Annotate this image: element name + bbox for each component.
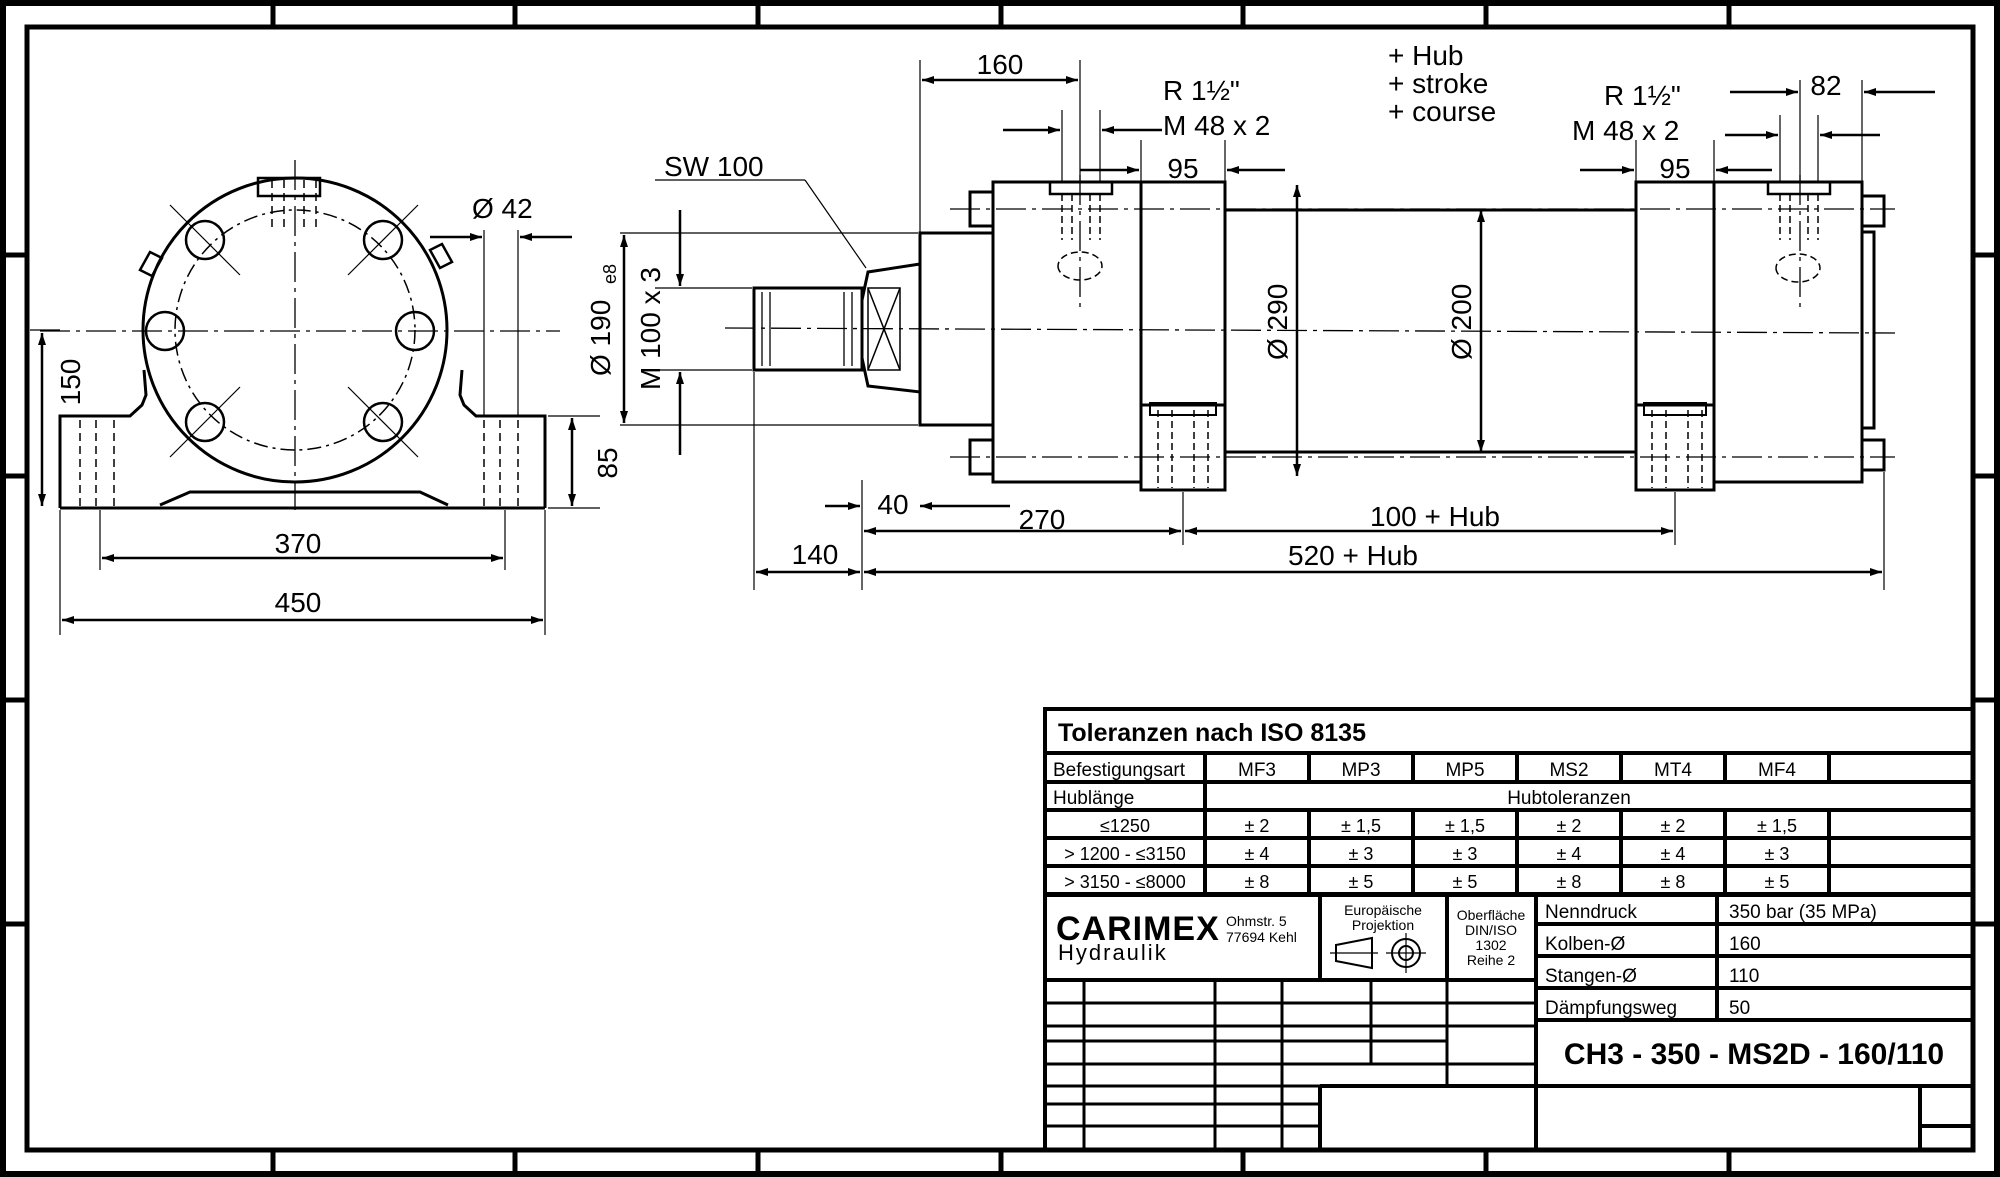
dim-r1-right: R 1½" <box>1604 80 1681 111</box>
tolerance-value: ± 2 <box>1245 816 1270 836</box>
address-line-2: 77694 Kehl <box>1226 929 1297 945</box>
tolerance-value: ± 4 <box>1245 844 1270 864</box>
mount-type-label: Befestigungsart <box>1053 760 1186 781</box>
param-value: 110 <box>1729 966 1759 987</box>
dim-520-hub: 520 + Hub <box>1288 540 1418 571</box>
dim-95-right: 95 <box>1659 153 1690 184</box>
dim-m48-right: M 48 x 2 <box>1572 115 1679 146</box>
dim-dia-42: Ø 42 <box>472 193 533 224</box>
mount-header-mp5: MP5 <box>1445 760 1484 781</box>
dim-85: 85 <box>592 447 623 478</box>
dim-m48-left: M 48 x 2 <box>1163 110 1270 141</box>
dim-140: 140 <box>792 539 839 570</box>
note-hub: + Hub <box>1388 40 1464 71</box>
stroke-range: > 1200 - ≤3150 <box>1064 844 1185 864</box>
param-value: 50 <box>1729 998 1750 1019</box>
surface-line-1: Oberfläche <box>1457 907 1526 923</box>
param-value: 160 <box>1729 934 1761 955</box>
tolerance-value: ± 5 <box>1349 872 1374 892</box>
part-code: CH3 - 350 - MS2D - 160/110 <box>1564 1038 1944 1071</box>
dim-100-hub: 100 + Hub <box>1370 501 1500 532</box>
dim-40: 40 <box>877 489 908 520</box>
projection-line-2: Projektion <box>1352 917 1414 933</box>
tolerance-value: ± 3 <box>1349 844 1374 864</box>
side-view <box>30 160 600 635</box>
dim-370: 370 <box>275 528 322 559</box>
dim-sw-100: SW 100 <box>664 151 764 182</box>
tolerance-value: ± 4 <box>1661 844 1686 864</box>
tolerance-value: ± 5 <box>1453 872 1478 892</box>
dim-dia-200: Ø 200 <box>1446 284 1477 360</box>
surface-line-3: 1302 <box>1475 937 1506 953</box>
mount-header-mf3: MF3 <box>1238 760 1276 781</box>
dim-450: 450 <box>275 587 322 618</box>
projection-line-1: Europäische <box>1344 902 1422 918</box>
dim-160-top: 160 <box>977 49 1024 80</box>
tolerance-value: ± 2 <box>1557 816 1582 836</box>
mount-header-mt4: MT4 <box>1654 760 1692 781</box>
tolerance-title: Toleranzen nach ISO 8135 <box>1058 719 1366 747</box>
stroke-range: ≤1250 <box>1100 816 1150 836</box>
tolerance-value: ± 1,5 <box>1341 816 1381 836</box>
note-stroke: + stroke <box>1388 68 1488 99</box>
tolerance-value: ± 3 <box>1765 844 1790 864</box>
tolerance-value: ± 4 <box>1557 844 1582 864</box>
company-logo: CARIMEX <box>1056 910 1220 948</box>
param-label: Dämpfungsweg <box>1545 998 1677 1019</box>
tolerance-value: ± 8 <box>1557 872 1582 892</box>
dim-270: 270 <box>1019 504 1066 535</box>
tolerance-value: ± 3 <box>1453 844 1478 864</box>
param-label: Stangen-Ø <box>1545 966 1637 987</box>
title-block <box>1043 707 1975 1152</box>
tolerance-value: ± 1,5 <box>1445 816 1485 836</box>
stroke-tolerance-label: Hubtoleranzen <box>1507 788 1631 809</box>
dim-dia-190-fit: e8 <box>600 264 620 284</box>
tolerance-value: ± 5 <box>1765 872 1790 892</box>
tolerance-value: ± 2 <box>1661 816 1686 836</box>
tolerance-value: ± 1,5 <box>1757 816 1797 836</box>
cylinder-front-view <box>620 60 1935 590</box>
tolerance-value: ± 8 <box>1245 872 1270 892</box>
stroke-range: > 3150 - ≤8000 <box>1064 872 1185 892</box>
param-label: Nenndruck <box>1545 902 1637 923</box>
mount-headers: MF3 MP3 MP5 MS2 MT4 MF4 <box>1238 760 1796 781</box>
mount-header-ms2: MS2 <box>1549 760 1588 781</box>
company-sub: Hydraulik <box>1058 940 1168 965</box>
dim-dia-190: Ø 190 <box>585 300 616 376</box>
param-label: Kolben-Ø <box>1545 934 1625 955</box>
param-value: 350 bar (35 MPa) <box>1729 902 1877 923</box>
mount-header-mp3: MP3 <box>1341 760 1380 781</box>
dim-r1-left: R 1½" <box>1163 75 1240 106</box>
tolerance-value: ± 8 <box>1661 872 1686 892</box>
dim-150: 150 <box>55 359 86 406</box>
spec-params: Nenndruck 350 bar (35 MPa) Kolben-Ø 160Stan… <box>1545 902 1877 1019</box>
stroke-length-label: Hublänge <box>1053 788 1134 809</box>
dim-82: 82 <box>1810 70 1841 101</box>
dim-dia-290: Ø 290 <box>1262 284 1293 360</box>
surface-line-2: DIN/ISO <box>1465 922 1517 938</box>
surface-line-4: Reihe 2 <box>1467 952 1515 968</box>
address-line-1: Ohmstr. 5 <box>1226 913 1287 929</box>
dim-m100: M 100 x 3 <box>635 267 666 390</box>
note-course: + course <box>1388 96 1496 127</box>
dim-95-left: 95 <box>1167 153 1198 184</box>
mount-header-mf4: MF4 <box>1758 760 1796 781</box>
tolerance-rows: ≤1250 ± 2 ± 1,5 ± 1,5 ± 2 ± 2 ± 1,5 > 1200 - ≤3… <box>1064 816 1797 892</box>
